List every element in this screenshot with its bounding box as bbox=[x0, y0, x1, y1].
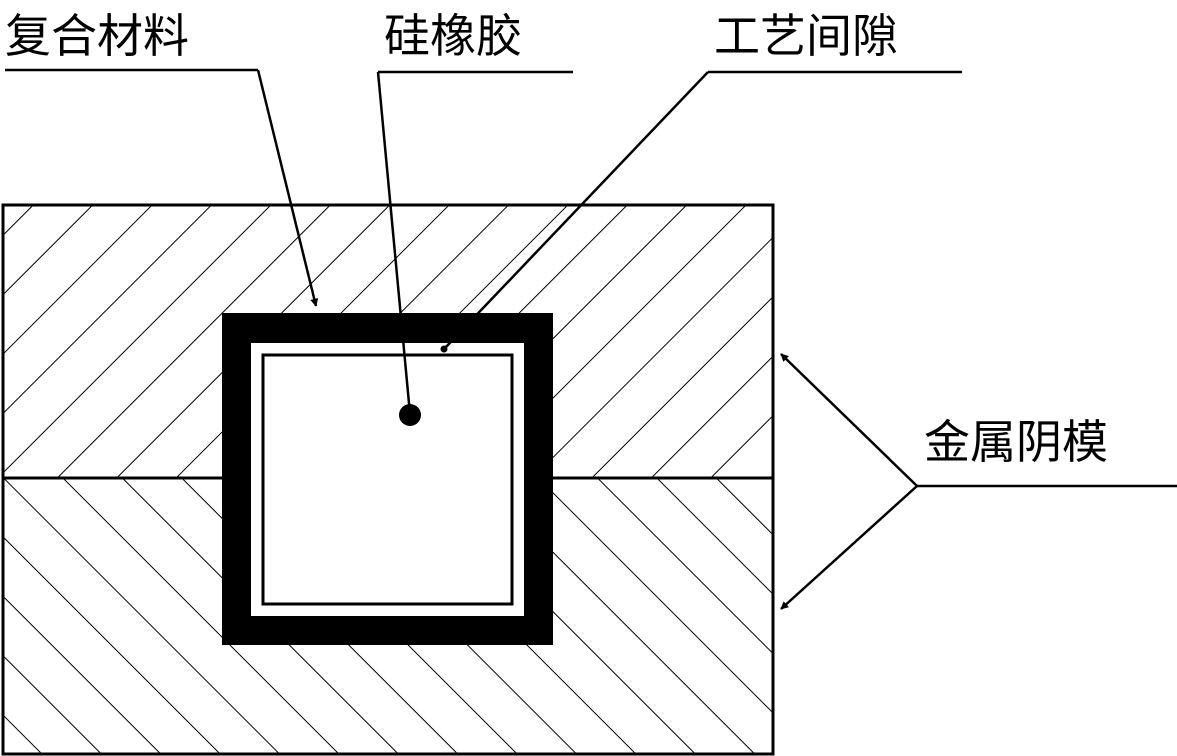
label-composite: 复合材料 bbox=[5, 9, 189, 63]
label-gap: 工艺间隙 bbox=[714, 9, 898, 63]
gap-leader bbox=[444, 71, 709, 349]
mold-arrow-lower bbox=[780, 485, 918, 610]
label-silicone: 硅橡胶 bbox=[384, 9, 522, 63]
silicone-leader bbox=[376, 71, 412, 415]
composite-leader bbox=[256, 69, 319, 307]
silicone-core bbox=[261, 353, 514, 606]
label-mold: 金属阴模 bbox=[924, 415, 1108, 469]
mold-arrow-upper bbox=[780, 353, 918, 487]
gap-dot bbox=[440, 345, 448, 353]
silicone-dot bbox=[399, 404, 421, 426]
